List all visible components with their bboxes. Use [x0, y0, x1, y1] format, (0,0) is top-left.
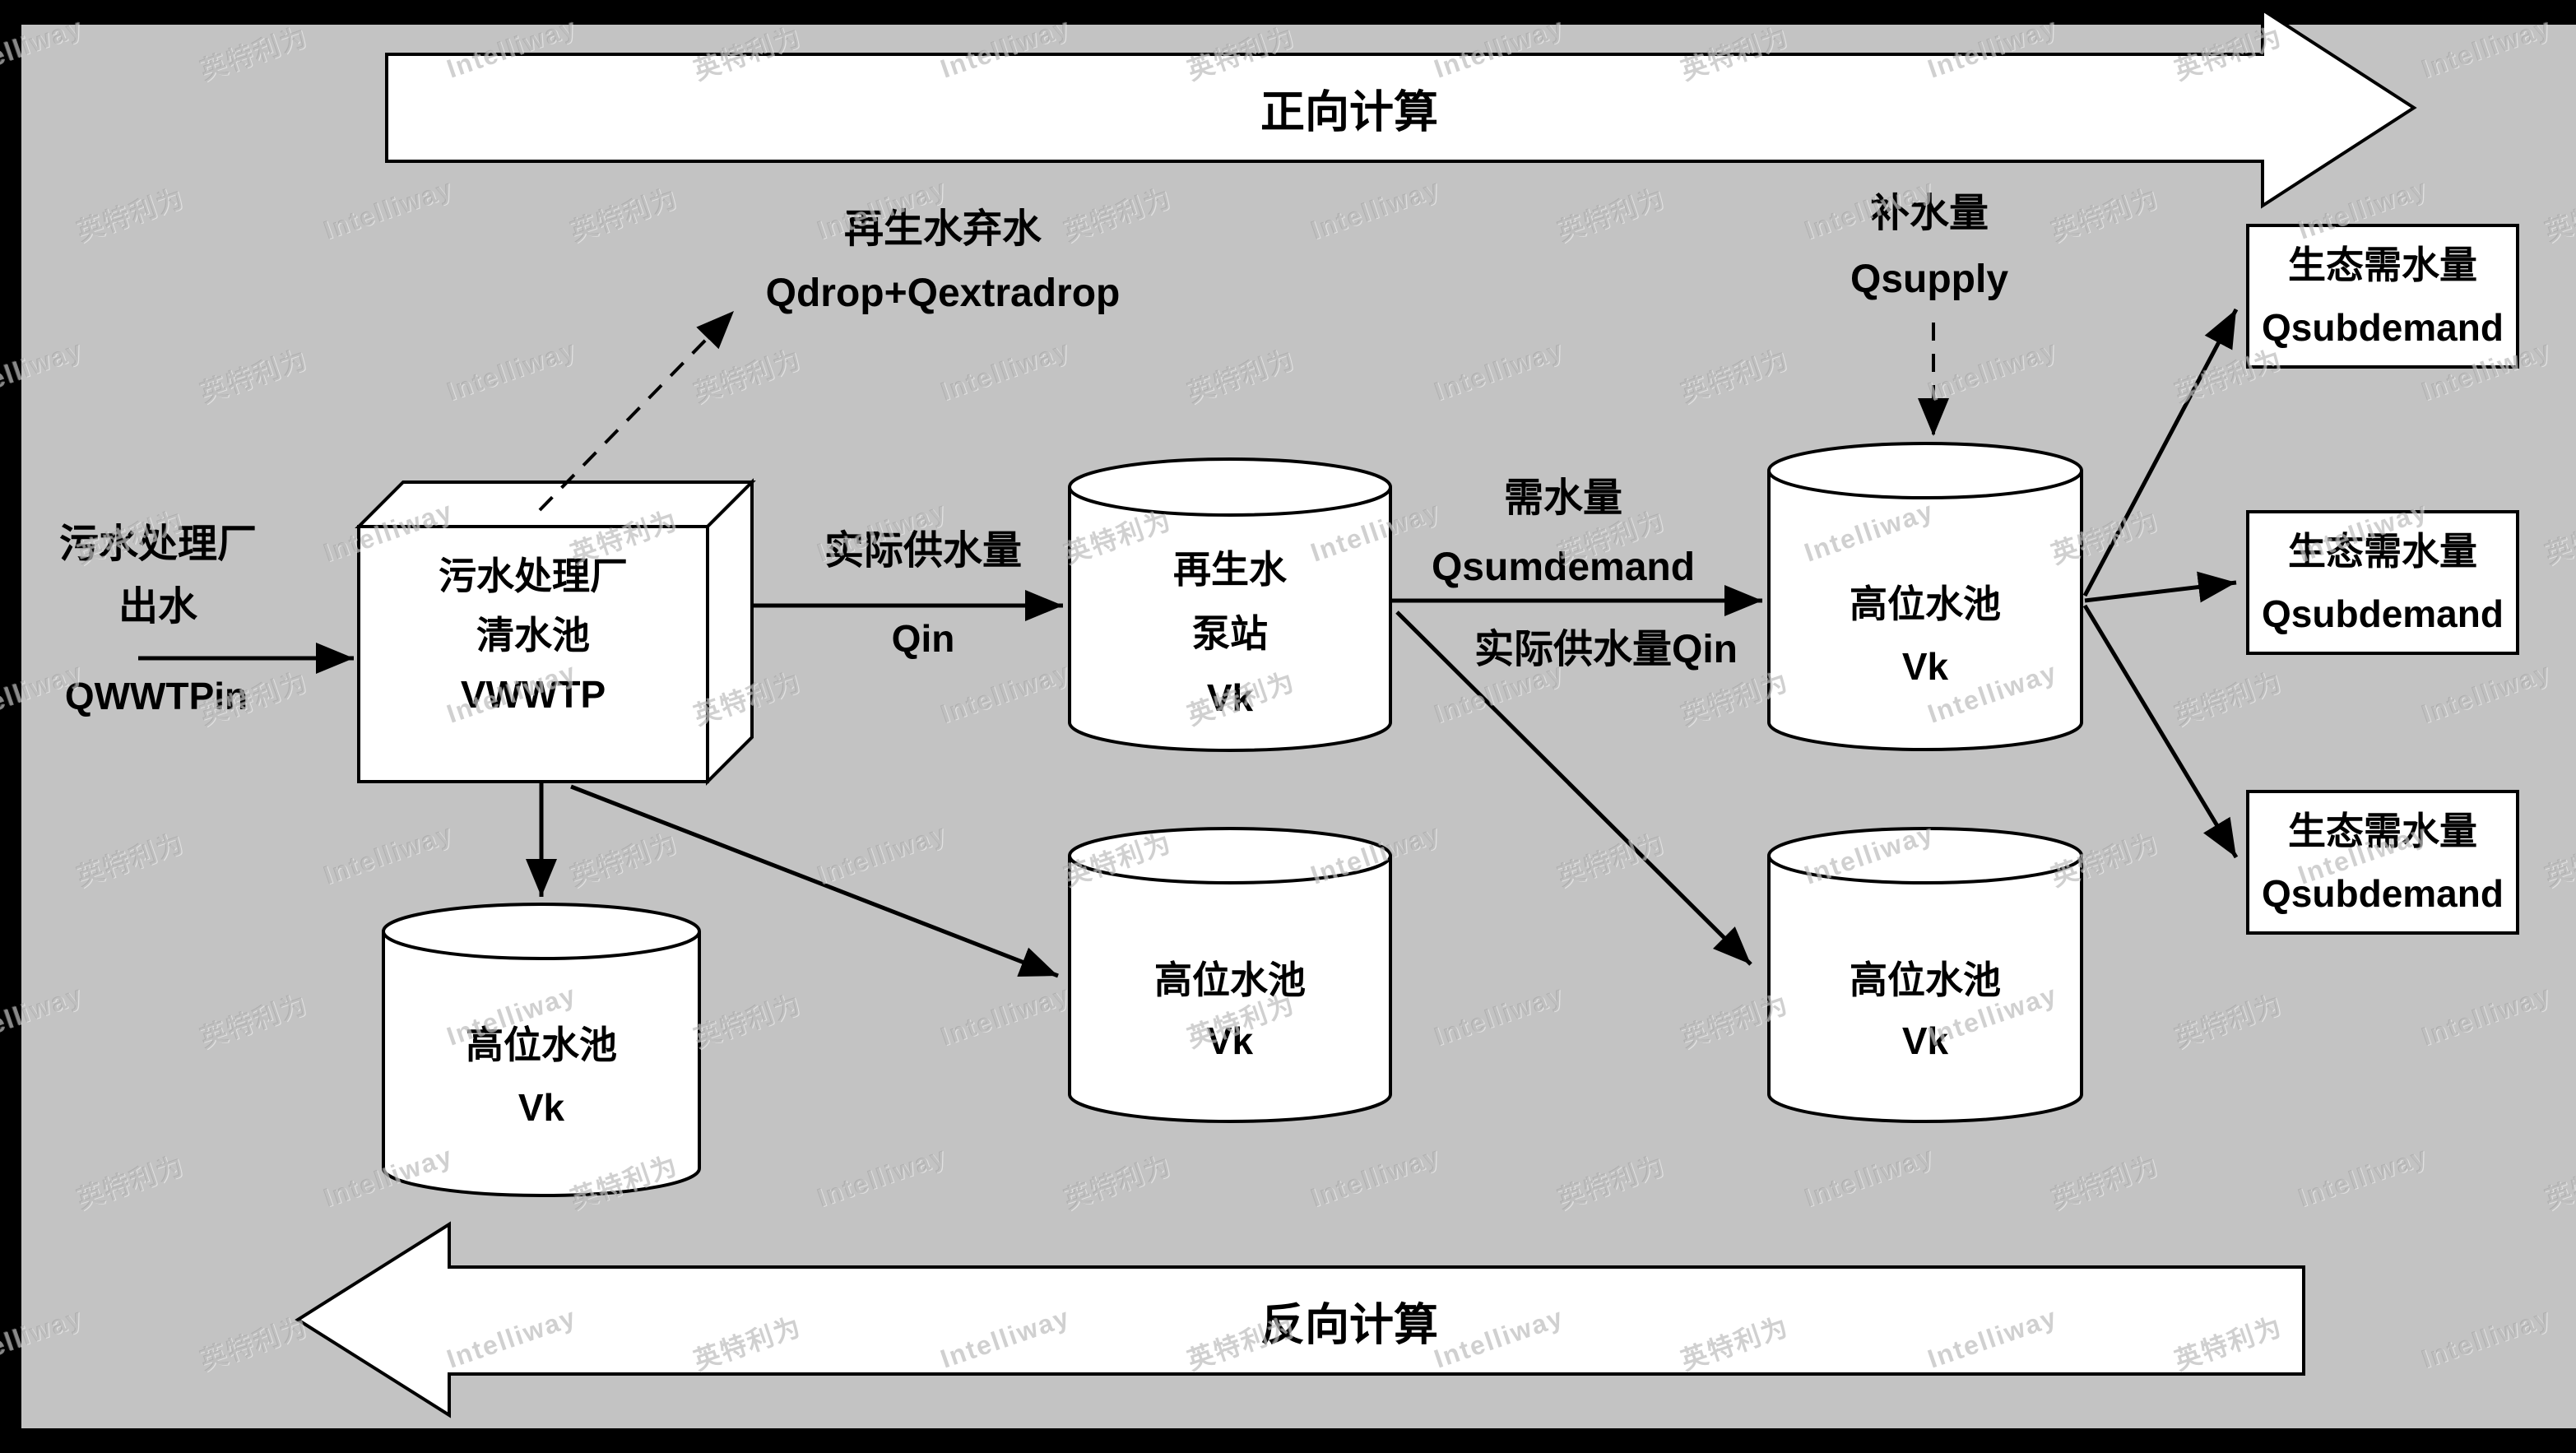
backward-banner-label: 反向计算 [1260, 1300, 1438, 1350]
source-label-line2: 出水 [118, 585, 198, 629]
hightank-left-label: 高位水池 Vk [466, 1014, 617, 1139]
hightank-main-cylinder-top [1767, 442, 2083, 499]
left-border-bar [0, 0, 21, 1453]
hightank-main-volume-var: Vk [1901, 645, 1949, 688]
eco-demand-box-2: 生态需水量 Qsubdemand [2246, 510, 2519, 655]
source-label: 污水处理厂 出水 [59, 513, 257, 638]
actual-supply-label: 实际供水量Qin [1474, 628, 1738, 671]
eco-demand-1-var: Qsubdemand [2262, 306, 2504, 349]
hightank-main-name: 高位水池 [1850, 583, 2001, 625]
wwtp-tank-label: 污水处理厂 清水池 VWWTP [439, 546, 628, 724]
supply-to-pump-var: Qin [891, 617, 955, 660]
hightank-right-cylinder-body [1767, 856, 2083, 1123]
eco-demand-1-name: 生态需水量 [2288, 244, 2477, 286]
hightank-mid-name: 高位水池 [1154, 959, 1306, 1001]
eco-demand-2-name: 生态需水量 [2288, 530, 2477, 573]
supply-to-pump-cn: 实际供水量 [824, 529, 1023, 573]
source-label-line1: 污水处理厂 [58, 522, 258, 566]
tank-to-mid-cylinder-arrow [570, 784, 1059, 978]
pump-to-right-cylinder-arrow [1395, 610, 1752, 966]
wwtp-tank-line1: 污水处理厂 [439, 555, 628, 597]
demand-label-var: Qsumdemand [1431, 545, 1696, 589]
forward-banner-label: 正向计算 [1260, 87, 1438, 137]
pump-station-line2: 泵站 [1192, 612, 1268, 655]
hightank-mid-volume-var: Vk [1206, 1019, 1254, 1062]
demand-label: 需水量 Qsumdemand [1432, 464, 1695, 602]
bottom-border-bar [0, 1428, 2576, 1453]
wwtp-tank-box-top [355, 480, 756, 528]
eco-demand-3-var: Qsubdemand [2262, 872, 2504, 915]
hightank-mid-label: 高位水池 Vk [1154, 949, 1306, 1071]
forward-arrow-banner [385, 7, 2417, 209]
hightank-left-cylinder-top [382, 903, 701, 960]
drop-label-var: Qdrop+Qextradrop [765, 272, 1121, 315]
hightank-left-cylinder-body [382, 931, 701, 1197]
eco-demand-box-1: 生态需水量 Qsubdemand [2246, 224, 2519, 369]
eco-demand-3-name: 生态需水量 [2288, 810, 2477, 852]
hightank-right-name: 高位水池 [1850, 959, 2001, 1001]
hightank-to-eco1-arrow [2082, 308, 2239, 597]
hightank-right-volume-var: Vk [1901, 1019, 1949, 1062]
drop-dashed-arrow [538, 309, 736, 512]
pump-cylinder-body [1068, 487, 1392, 752]
hightank-main-cylinder-body [1767, 471, 2083, 751]
eco-demand-2-var: Qsubdemand [2262, 592, 2504, 635]
replenish-label-cn: 补水量 [1869, 192, 1989, 235]
pump-station-line1: 再生水 [1173, 548, 1287, 591]
hightank-to-eco3-arrow [2082, 604, 2239, 859]
hightank-left-volume-var: Vk [518, 1086, 565, 1129]
wwtp-tank-line2: 清水池 [476, 614, 590, 657]
demand-label-cn: 需水量 [1503, 476, 1622, 520]
hightank-mid-cylinder-top [1068, 827, 1392, 884]
source-flow-var: QWWTPin [64, 675, 248, 717]
replenish-label-var: Qsupply [1850, 258, 2009, 301]
backward-arrow-banner [295, 1221, 2305, 1418]
hightank-to-eco2-arrow [2084, 571, 2237, 603]
wwtp-tank-box-side [706, 478, 754, 786]
hightank-left-name: 高位水池 [466, 1024, 617, 1066]
pump-cylinder-top [1068, 457, 1392, 517]
drop-label-cn: 再生水弃水 [843, 207, 1042, 251]
wwtp-tank-box-front [357, 525, 709, 783]
hightank-mid-cylinder-body [1068, 856, 1392, 1123]
hightank-main-label: 高位水池 Vk [1850, 573, 2001, 698]
hightank-right-label: 高位水池 Vk [1850, 949, 2001, 1071]
pump-station-volume-var: Vk [1206, 676, 1254, 719]
drop-label: 再生水弃水 Qdrop+Qextradrop [766, 197, 1121, 326]
hightank-right-cylinder-top [1767, 827, 2083, 884]
top-border-bar [0, 0, 2576, 25]
replenish-label: 补水量 Qsupply [1850, 181, 2008, 313]
eco-demand-box-3: 生态需水量 Qsubdemand [2246, 790, 2519, 935]
pump-station-label: 再生水 泵站 Vk [1173, 537, 1287, 730]
wwtp-tank-volume-var: VWWTP [460, 673, 606, 716]
